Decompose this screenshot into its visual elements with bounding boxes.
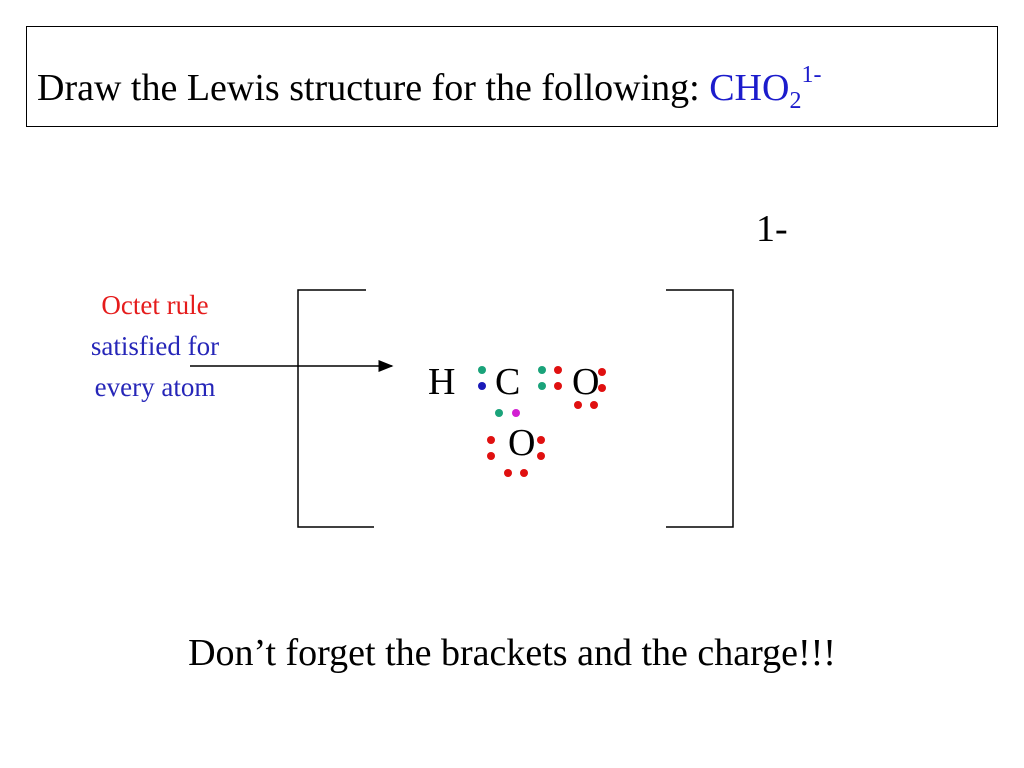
atom-oxygen-right: O — [572, 361, 599, 403]
right-bracket — [666, 289, 734, 528]
formula-main: CHO — [709, 67, 790, 109]
title-prefix: Draw the Lewis structure for the followi… — [37, 67, 710, 109]
electron-dot — [487, 436, 495, 444]
atom-hydrogen: H — [428, 361, 455, 403]
atom-carbon: C — [495, 361, 520, 403]
electron-dot — [487, 452, 495, 460]
atom-oxygen-bottom: O — [508, 422, 535, 464]
slide-title: Draw the Lewis structure for the followi… — [37, 63, 821, 113]
formula-superscript: 1- — [801, 62, 822, 88]
electron-dot — [538, 382, 546, 390]
note-line-3: every atom — [94, 372, 216, 402]
electron-dot — [554, 366, 562, 374]
electron-dot — [538, 366, 546, 374]
electron-dot — [598, 384, 606, 392]
octet-note: Octet rule satisfied for every atom — [60, 285, 250, 408]
electron-dot — [598, 368, 606, 376]
left-bracket — [297, 289, 374, 528]
note-line-1: Octet rule — [101, 290, 209, 320]
electron-dot — [495, 409, 503, 417]
footer-reminder: Don’t forget the brackets and the charge… — [188, 632, 836, 674]
electron-dot — [504, 469, 512, 477]
electron-dot — [520, 469, 528, 477]
electron-dot — [574, 401, 582, 409]
electron-dot — [537, 452, 545, 460]
electron-dot — [478, 366, 486, 374]
title-box: Draw the Lewis structure for the followi… — [26, 26, 998, 127]
ion-charge: 1- — [756, 208, 788, 250]
electron-dot — [554, 382, 562, 390]
note-line-2: satisfied for — [90, 331, 220, 361]
electron-dot — [590, 401, 598, 409]
electron-dot — [537, 436, 545, 444]
formula-subscript: 2 — [789, 88, 802, 114]
electron-dot — [478, 382, 486, 390]
electron-dot — [512, 409, 520, 417]
title-formula: CHO21- — [709, 63, 821, 113]
